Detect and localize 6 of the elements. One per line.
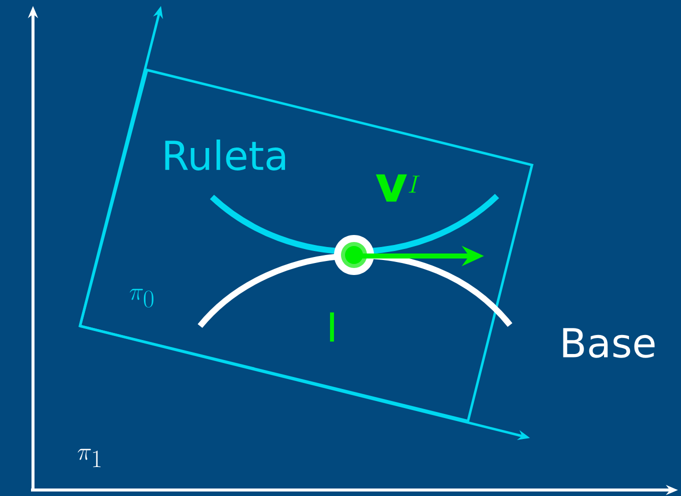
axis-label: $\pi_0$ xyxy=(130,288,154,308)
curve-label: Ruleta xyxy=(165,140,286,170)
point-label: I xyxy=(330,312,334,342)
axis-label: $\pi_1$ xyxy=(78,448,100,468)
vector-label: $\mathbf{v}^I$ xyxy=(376,174,420,202)
curve-label: Base xyxy=(563,328,655,358)
